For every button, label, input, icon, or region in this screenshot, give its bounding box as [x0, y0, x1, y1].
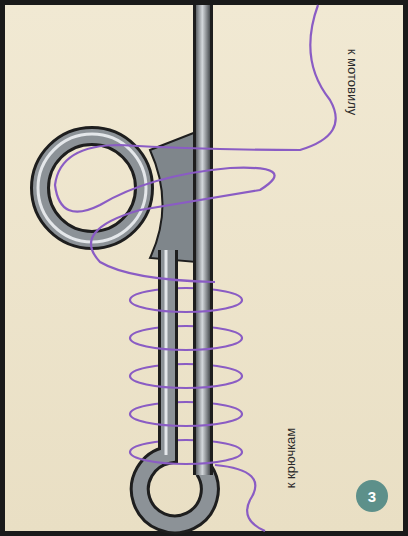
- callout-circle: 3: [356, 480, 388, 512]
- callout-number: 3: [368, 488, 376, 505]
- line-label: к мотовилу: [345, 49, 360, 115]
- line-label: к крючкам: [283, 428, 298, 489]
